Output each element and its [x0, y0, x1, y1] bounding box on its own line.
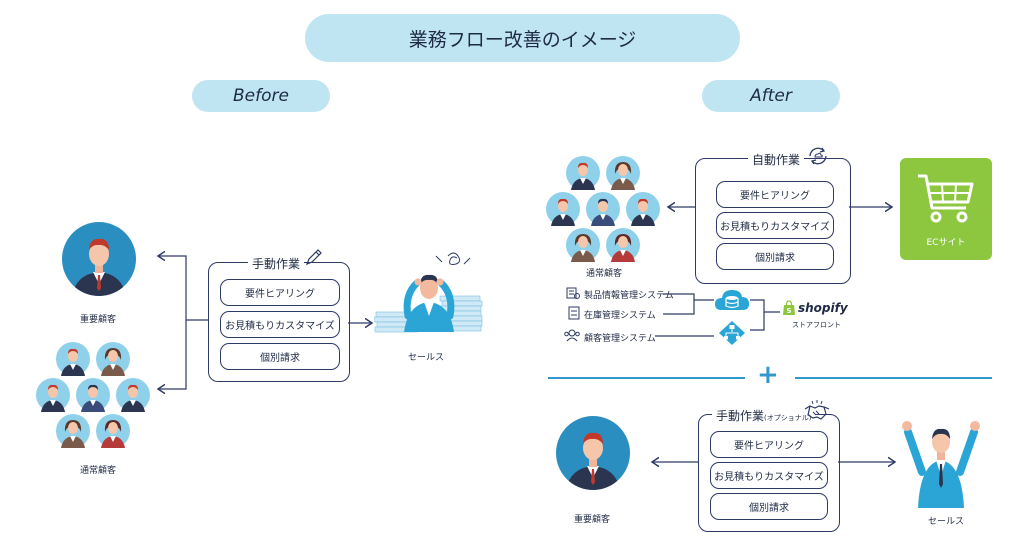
system-crm: 顧客管理システム — [584, 334, 656, 344]
customer-avatar — [566, 228, 600, 262]
customer-avatar — [626, 192, 660, 226]
before-label: Before — [192, 80, 330, 112]
before-task-estimate: お見積もりカスタマイズ — [220, 311, 340, 338]
page-title: 業務フロー改善のイメージ — [305, 14, 740, 62]
ec-site-label: ECサイト — [926, 238, 966, 248]
shopify-bag-icon: S — [783, 300, 795, 315]
sitemap-icon — [719, 321, 745, 345]
before-task-hearing: 要件ヒアリング — [220, 279, 340, 306]
after-regular-customer-label: 通常顧客 — [586, 269, 623, 279]
shopify-logo-text: shopify — [798, 301, 848, 315]
pencil-icon — [305, 249, 322, 266]
after-auto-title: 自動作業 — [748, 151, 805, 168]
customer-avatar — [96, 414, 130, 448]
customer-avatar — [76, 378, 110, 412]
shopify-storefront-label: ストアフロント — [792, 321, 841, 329]
after-auto-task-hearing: 要件ヒアリング — [716, 181, 834, 208]
after-manual-task-hearing: 要件ヒアリング — [710, 431, 828, 458]
before-sales-label: セールス — [408, 353, 445, 363]
after-manual-optional-note: (オプショナル) — [764, 414, 812, 422]
system-inventory: 在庫管理システム — [584, 311, 656, 321]
ec-site-tile: ECサイト — [900, 158, 992, 260]
vip-customer-label: 重要顧客 — [80, 315, 117, 325]
customer-avatar — [116, 378, 150, 412]
product-info-system-icon — [566, 287, 580, 299]
sys2-line — [663, 300, 695, 315]
after-vip-customer-label: 重要顧客 — [574, 515, 611, 525]
after-label: After — [702, 80, 840, 112]
after-sales-label: セールス — [928, 517, 965, 527]
customer-avatar — [546, 192, 580, 226]
vip-customer-avatar — [62, 222, 136, 296]
after-vip-customer-avatar — [556, 416, 630, 490]
cloud-to-shopify-line — [750, 299, 780, 313]
stressed-sales-illustration — [374, 252, 483, 333]
happy-sales-illustration — [902, 421, 980, 508]
after-manual-task-estimate: お見積もりカスタマイズ — [710, 462, 828, 489]
after-manual-title: 手動作業(オプショナル) — [712, 407, 816, 424]
customer-avatar — [56, 342, 90, 376]
sitemap-to-shopify-line — [750, 312, 765, 331]
before-manual-title: 手動作業 — [248, 255, 305, 272]
plus-sign: + — [757, 360, 779, 390]
crm-system-icon — [564, 329, 580, 342]
regular-customer-label: 通常顧客 — [80, 466, 117, 476]
customer-avatar — [606, 228, 640, 262]
after-auto-task-billing: 個別請求 — [716, 243, 834, 270]
handshake-icon — [804, 400, 830, 420]
customer-avatar — [36, 378, 70, 412]
after-manual-task-billing: 個別請求 — [710, 493, 828, 520]
customer-avatar — [566, 156, 600, 190]
regular-customer-cluster — [36, 342, 156, 452]
customer-avatar — [56, 414, 90, 448]
cart-icon — [918, 174, 974, 223]
after-manual-title-text: 手動作業 — [716, 409, 765, 423]
customer-avatar — [96, 342, 130, 376]
cloud-db-icon — [715, 290, 749, 310]
after-regular-customer-cluster — [546, 156, 666, 266]
customer-avatar — [606, 156, 640, 190]
before-task-billing: 個別請求 — [220, 343, 340, 370]
customer-avatar — [586, 192, 620, 226]
before-bracket-line — [158, 256, 208, 321]
svg-text:S: S — [786, 307, 791, 315]
before-bracket-line-lower — [158, 320, 187, 389]
sync-icon — [809, 147, 827, 165]
after-auto-task-estimate: お見積もりカスタマイズ — [716, 212, 834, 239]
inventory-system-icon — [568, 306, 580, 320]
system-product-info: 製品情報管理システム — [584, 291, 674, 301]
